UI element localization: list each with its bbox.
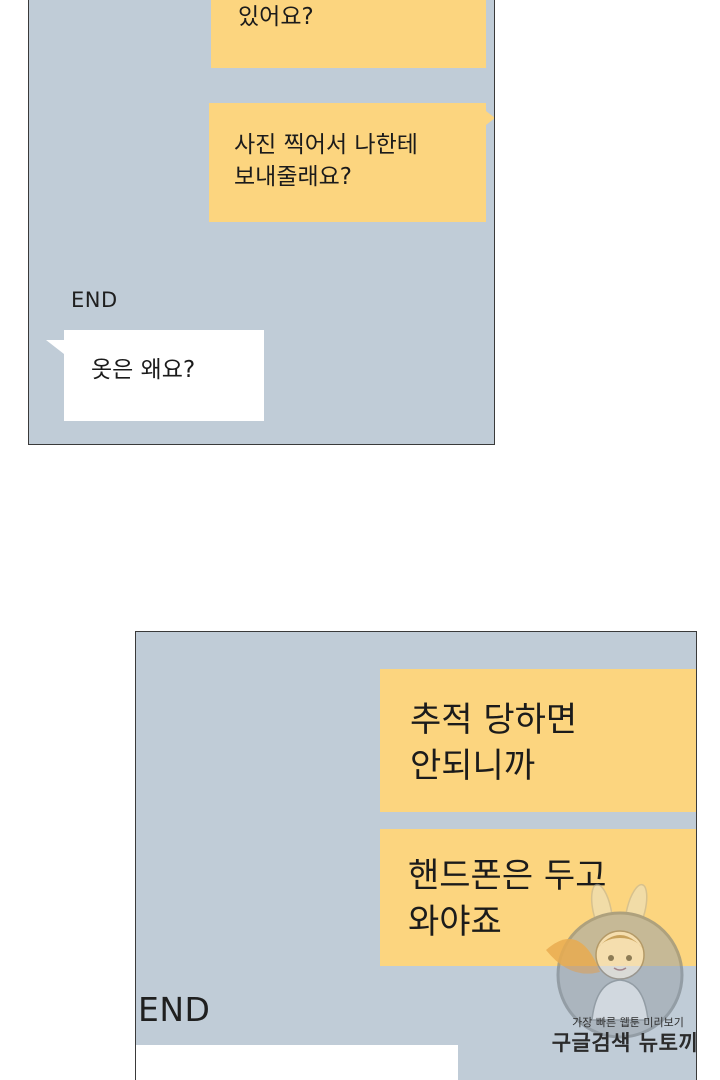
message-text: 사진 찍어서 나한테 보내줄래요? <box>234 132 418 191</box>
message-text: 있어요? <box>238 4 314 30</box>
bubble-tail <box>486 111 494 125</box>
end-label: END <box>71 288 118 312</box>
bubble-tail <box>46 340 64 354</box>
chat-panel-bottom: 추적 당하면 안되니까 핸드폰은 두고 와야죠 END <box>135 631 697 1080</box>
chat-panel-top: 있어요? 사진 찍어서 나한테 보내줄래요? END 옷은 왜요? <box>28 0 495 445</box>
chat-bubble-received <box>136 1045 458 1080</box>
message-text: 추적 당하면 안되니까 <box>410 700 578 786</box>
chat-bubble-received: 옷은 왜요? <box>64 330 264 421</box>
message-text: 핸드폰은 두고 와야죠 <box>408 856 607 942</box>
watermark-text: 구글검색 뉴토끼 <box>551 1031 699 1055</box>
chat-bubble-sent: 있어요? <box>211 0 486 68</box>
watermark-text: 가장 빠른 웹툰 미리보기 <box>572 1016 684 1029</box>
watermark-mascot-icon <box>546 883 684 1039</box>
end-label: END <box>138 990 211 1029</box>
message-text: 옷은 왜요? <box>91 357 196 383</box>
chat-bubble-sent: 추적 당하면 안되니까 <box>380 669 696 812</box>
chat-bubble-sent: 사진 찍어서 나한테 보내줄래요? <box>209 103 486 222</box>
